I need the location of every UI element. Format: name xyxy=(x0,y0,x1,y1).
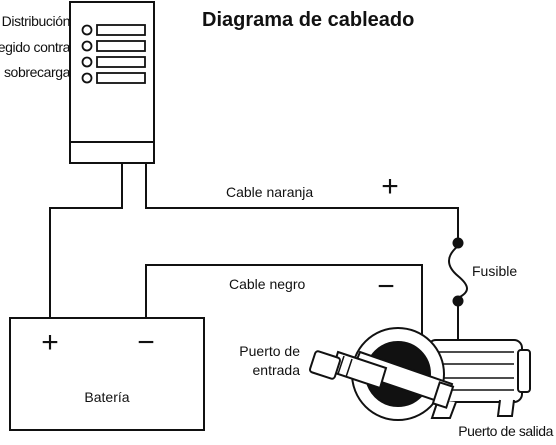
pump-outlet-port xyxy=(431,381,455,409)
breaker-indicator-1 xyxy=(81,24,93,36)
fuse-terminal-top xyxy=(452,237,464,249)
inlet-port-label-line-1: Puerto de xyxy=(239,343,300,359)
battery-label: Batería xyxy=(84,389,129,405)
panel-label-line-2: protegido contra xyxy=(0,39,71,55)
battery-minus-sign: − xyxy=(137,326,155,359)
breaker-indicator-4 xyxy=(81,72,93,84)
wires xyxy=(49,163,468,340)
battery-plus-sign: + xyxy=(41,326,59,359)
panel-label-line-1: Distribución xyxy=(2,13,70,29)
panel-breaker-rows xyxy=(81,24,146,84)
fuse-terminal-bottom xyxy=(452,295,464,307)
panel-body xyxy=(69,1,155,164)
pump xyxy=(309,327,531,421)
fuse-label: Fusible xyxy=(472,263,517,279)
breaker-slot-3 xyxy=(96,56,146,68)
inlet-port-label-line-2: entrada xyxy=(253,362,301,378)
pump-inlet-ribs xyxy=(337,355,353,378)
black-cable-minus-sign: − xyxy=(377,270,395,303)
fuse xyxy=(452,237,464,307)
breaker-slot-4 xyxy=(96,72,146,84)
pump-inlet-port xyxy=(309,350,341,380)
breaker-slot-2 xyxy=(96,40,146,52)
breaker-indicator-3 xyxy=(81,56,93,68)
panel-label: Distribución protegido contra sobrecarga xyxy=(0,13,71,80)
panel-label-line-3: sobrecarga xyxy=(4,64,71,80)
orange-cable-wire xyxy=(145,163,459,240)
distribution-panel xyxy=(69,1,155,164)
black-cable-wire xyxy=(145,264,423,335)
diagram-title: Diagrama de cableado xyxy=(202,9,414,31)
battery-body xyxy=(9,317,205,431)
pump-foot-right xyxy=(496,399,515,417)
breaker-indicator-2 xyxy=(81,40,93,52)
fuse-link xyxy=(448,245,468,299)
breaker-slot-1 xyxy=(96,24,146,36)
orange-cable-label: Cable naranja xyxy=(226,184,313,200)
orange-cable-plus-sign: + xyxy=(381,170,399,203)
black-cable-label: Cable negro xyxy=(229,276,305,292)
pump-end-cap xyxy=(517,349,531,393)
outlet-port-label: Puerto de salida xyxy=(458,423,553,439)
battery-positive-wire xyxy=(49,163,123,318)
battery: + − Batería xyxy=(9,317,205,431)
